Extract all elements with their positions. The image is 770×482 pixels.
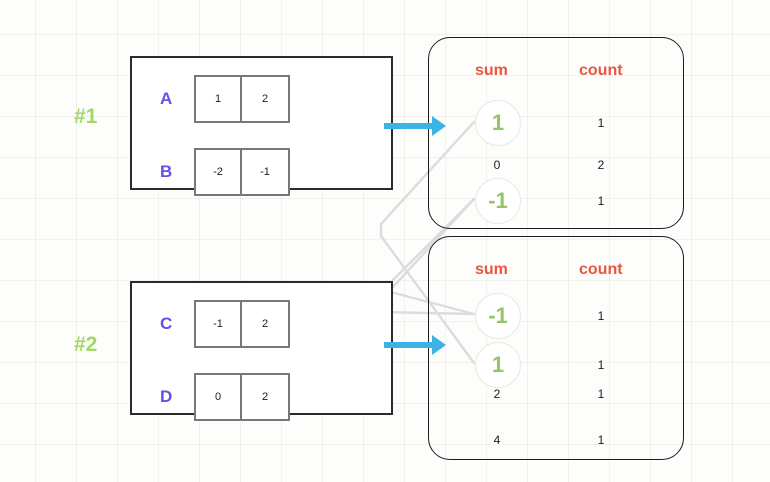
right-arrow-icon-group-1 [384, 116, 446, 136]
input-row-a: A 1 2 [160, 75, 290, 123]
input-row-c: C -1 2 [160, 300, 290, 348]
row-label-b: B [160, 162, 173, 181]
sum-value-highlighted: 1 [475, 100, 521, 146]
sum-value: 2 [493, 387, 501, 401]
input-row-b: B -2 -1 [160, 148, 290, 196]
row-label-d: D [160, 387, 173, 406]
cell-pair-c: -1 2 [194, 300, 290, 348]
sum-value: 0 [493, 158, 501, 172]
result-panel-group-1: sum count 1 1 0 2 -1 1 [428, 37, 684, 229]
input-box-group-2: C -1 2 D 0 2 [130, 281, 393, 421]
count-value: 1 [597, 116, 605, 130]
input-row-d: D 0 2 [160, 373, 290, 421]
count-value: 1 [597, 194, 605, 208]
input-box-group-1: A 1 2 B -2 -1 [130, 56, 393, 196]
count-value: 2 [597, 158, 605, 172]
cell-a-0: 1 [194, 75, 242, 123]
cell-pair-a: 1 2 [194, 75, 290, 123]
cell-a-1: 2 [242, 75, 290, 123]
arrow-head [432, 335, 446, 355]
count-value: 1 [597, 358, 605, 372]
arrow-shaft [384, 123, 432, 129]
cell-d-0: 0 [194, 373, 242, 421]
sum-value-highlighted: -1 [475, 293, 521, 339]
cell-c-1: 2 [242, 300, 290, 348]
column-header-sum: sum [475, 261, 508, 278]
column-header-sum: sum [475, 62, 508, 79]
sum-value: 4 [493, 433, 501, 447]
cell-b-0: -2 [194, 148, 242, 196]
row-label-c: C [160, 314, 173, 333]
column-header-count: count [579, 62, 623, 79]
cell-d-1: 2 [242, 373, 290, 421]
count-value: 1 [597, 309, 605, 323]
count-value: 1 [597, 433, 605, 447]
sum-value-highlighted: 1 [475, 342, 521, 388]
row-label-a: A [160, 89, 173, 108]
cell-pair-b: -2 -1 [194, 148, 290, 196]
panel-1-headers: sum count [429, 62, 683, 84]
sum-value-highlighted: -1 [475, 178, 521, 224]
result-panel-group-2: sum count -1 1 1 1 2 1 4 1 [428, 236, 684, 460]
column-header-count: count [579, 261, 623, 278]
cell-c-0: -1 [194, 300, 242, 348]
count-value: 1 [597, 387, 605, 401]
group-tag-2: #2 [74, 333, 98, 356]
panel-2-headers: sum count [429, 261, 683, 283]
arrow-shaft [384, 342, 432, 348]
right-arrow-icon-group-2 [384, 335, 446, 355]
arrow-head [432, 116, 446, 136]
group-tag-1: #1 [74, 105, 98, 128]
cell-pair-d: 0 2 [194, 373, 290, 421]
cell-b-1: -1 [242, 148, 290, 196]
